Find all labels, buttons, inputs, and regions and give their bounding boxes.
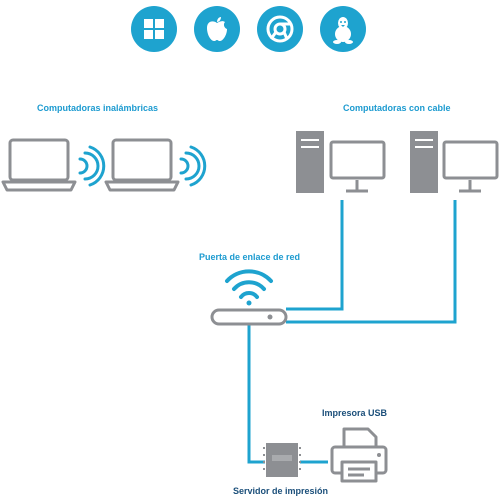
gateway-label: Puerta de enlace de red <box>199 252 301 262</box>
laptop-icon <box>1 138 77 192</box>
laptop-icon <box>104 138 180 192</box>
wired-connection-2 <box>286 200 457 324</box>
chrome-icon <box>257 6 303 52</box>
windows-icon <box>131 6 177 52</box>
wireless-computers-label: Computadoras inalámbricas <box>37 103 159 113</box>
monitor-icon <box>442 140 499 193</box>
wireless-signal-icon <box>78 145 106 187</box>
gateway-to-print-server <box>247 325 265 464</box>
router-icon <box>210 308 288 326</box>
desktop-tower-icon <box>296 131 324 193</box>
printer-icon <box>330 427 388 483</box>
monitor-icon <box>329 140 386 193</box>
print-server-label: Servidor de impresión <box>233 486 329 496</box>
gateway-wifi-icon <box>225 269 273 299</box>
connection-lines <box>247 200 457 464</box>
usb-printer-label: Impresora USB <box>322 408 388 418</box>
desktop-tower-icon <box>410 131 438 193</box>
wired-connection-1 <box>286 200 344 311</box>
apple-icon <box>194 6 240 52</box>
wired-computers-label: Computadoras con cable <box>343 103 451 113</box>
print-server-icon <box>263 443 301 477</box>
wireless-signal-icon <box>179 145 207 187</box>
linux-icon <box>320 6 366 52</box>
